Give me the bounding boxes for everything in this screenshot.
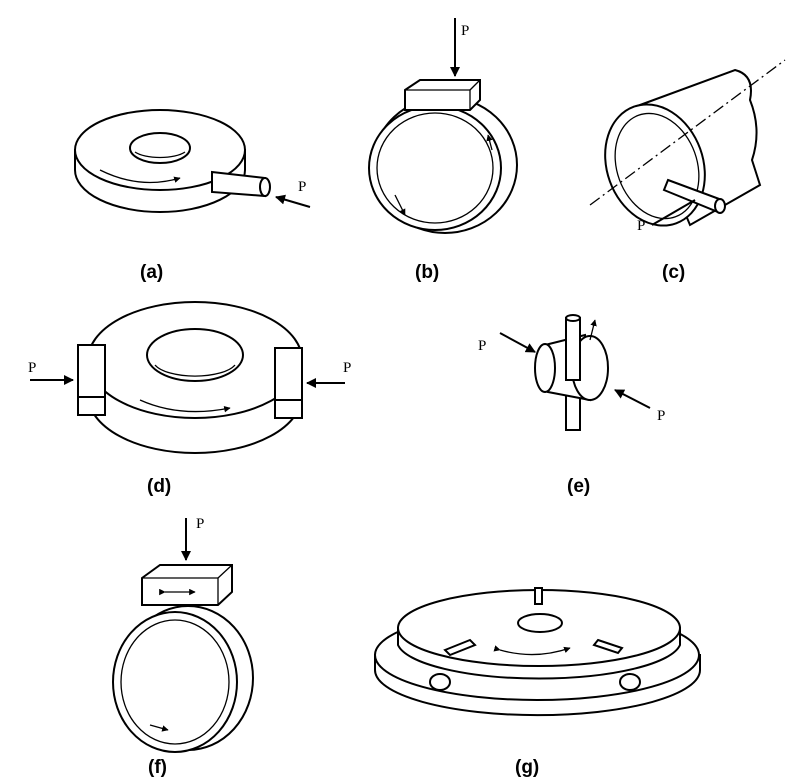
figure-label-d: (d) <box>147 476 171 497</box>
figure-b-block-on-ring <box>368 18 518 234</box>
force-label-e-right: P <box>657 408 665 424</box>
force-label-d-left: P <box>28 360 36 376</box>
figure-c-pin-in-bushing <box>589 59 786 227</box>
force-label-a: P <box>298 179 306 195</box>
force-label-e-left: P <box>478 338 486 354</box>
figure-d-blocks-on-disc <box>30 301 345 454</box>
force-label-b: P <box>461 23 469 39</box>
figure-a-disc-on-pin <box>74 109 311 213</box>
force-label-f: P <box>196 516 204 532</box>
figure-label-b: (b) <box>415 262 439 283</box>
figure-label-f: (f) <box>148 757 167 778</box>
figure-label-e: (e) <box>567 476 590 497</box>
force-label-d-right: P <box>343 360 351 376</box>
figure-f-block-on-ring <box>112 518 254 753</box>
figure-label-g: (g) <box>515 757 539 778</box>
figure-g-thrust-washer <box>374 587 701 717</box>
figure-e-crossed-cylinders <box>499 314 651 431</box>
figure-label-a: (a) <box>140 262 163 283</box>
figure-label-c: (c) <box>662 262 685 283</box>
force-label-c: P <box>637 218 645 234</box>
